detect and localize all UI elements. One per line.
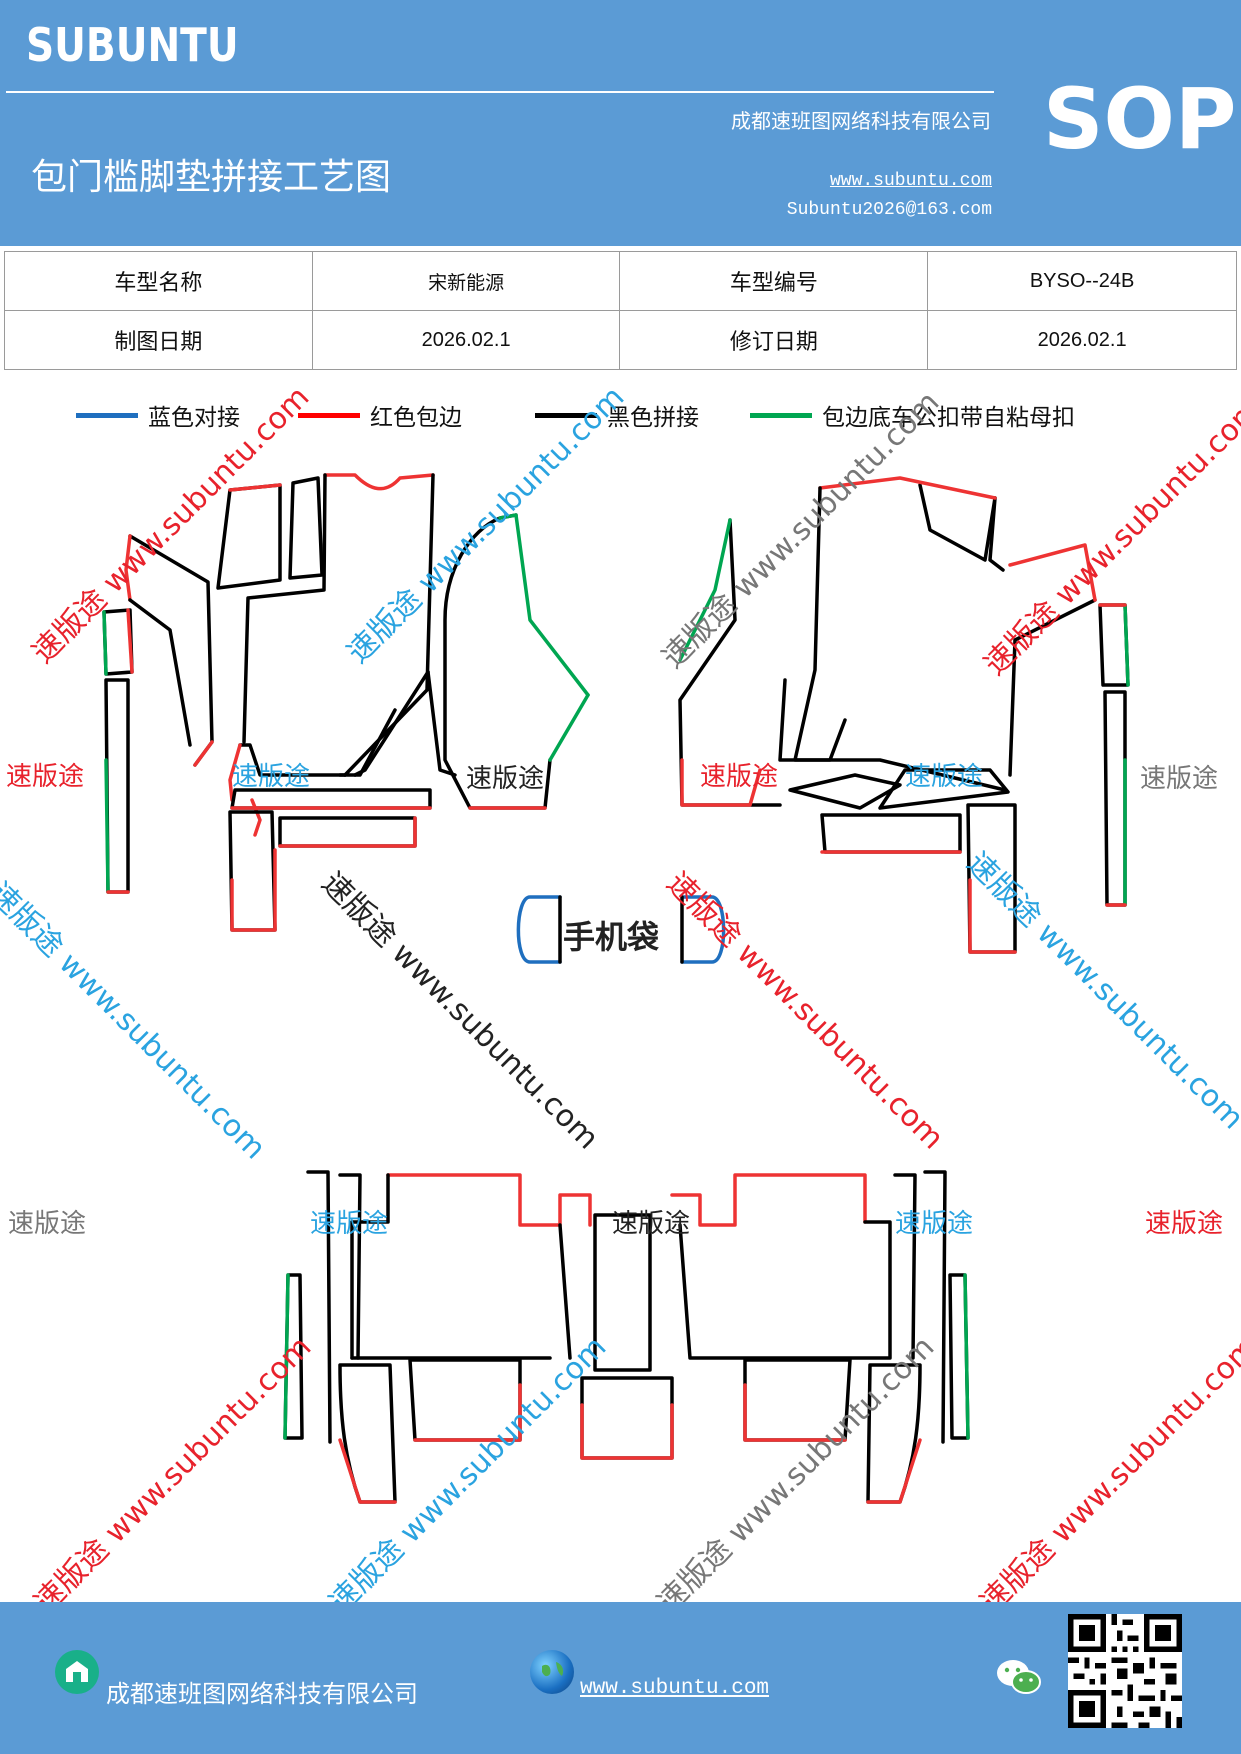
document-title: 包门槛脚垫拼接工艺图	[31, 157, 392, 198]
phone-bag-label: 手机袋	[563, 918, 660, 956]
watermark: 速版途	[6, 762, 85, 792]
header-email: Subuntu2026@163.com	[786, 200, 992, 220]
qr-code	[1068, 1614, 1182, 1728]
model-name-label: 车型名称	[4, 251, 313, 311]
watermark: 速版途	[8, 1209, 87, 1239]
legend-item-black: 黑色拼接	[535, 398, 699, 432]
watermark: 速版途	[895, 1209, 974, 1239]
model-code-label: 车型编号	[619, 251, 929, 311]
legend-label: 蓝色对接	[148, 405, 240, 431]
watermark: 速版途	[1145, 1209, 1224, 1239]
watermark: 速版途	[1140, 764, 1219, 794]
legend-swatch	[298, 412, 360, 418]
footer-company: 成都速班图网络科技有限公司	[106, 1680, 418, 1708]
watermark: 速版途	[310, 1209, 389, 1239]
legend: 蓝色对接 红色包边 黑色拼接 包边底车公扣带自粘母扣	[0, 398, 1241, 438]
phone-bag-pieces	[516, 895, 726, 964]
legend-swatch	[76, 412, 138, 418]
legend-swatch	[750, 412, 812, 418]
revise-date-value: 2026.02.1	[927, 310, 1237, 370]
rear-mat	[283, 1170, 970, 1504]
footer-website-link[interactable]: www.subuntu.com	[580, 1677, 770, 1700]
legend-swatch	[535, 412, 597, 418]
wechat-icon[interactable]	[995, 1657, 1043, 1697]
header-company: 成都速班图网络科技有限公司	[731, 109, 991, 133]
draw-date-label: 制图日期	[4, 310, 313, 370]
watermark: 速版途	[905, 762, 984, 792]
header: SUBUNTU 成都速班图网络科技有限公司 包门槛脚垫拼接工艺图 www.sub…	[0, 0, 1241, 246]
legend-item-red: 红色包边	[298, 398, 462, 432]
sop-badge: SOP	[1043, 70, 1237, 168]
legend-item-green: 包边底车公扣带自粘母扣	[750, 398, 1075, 432]
model-code-value: BYSO--24B	[927, 251, 1237, 311]
watermark: 速版途	[466, 764, 545, 794]
footer: 成都速班图网络科技有限公司 www.subuntu.com	[0, 1602, 1241, 1754]
legend-item-blue: 蓝色对接	[76, 398, 240, 432]
brand-logo: SUBUNTU	[26, 18, 239, 72]
draw-date-value: 2026.02.1	[311, 310, 621, 370]
table-row: 车型名称 宋新能源 车型编号 BYSO--24B	[4, 251, 1237, 311]
watermark: 速版途	[232, 762, 311, 792]
home-icon	[55, 1650, 99, 1694]
right-front-mat	[678, 476, 1130, 954]
header-website-link[interactable]: www.subuntu.com	[829, 171, 992, 191]
info-table: 车型名称 宋新能源 车型编号 BYSO--24B 制图日期 2026.02.1 …	[4, 251, 1237, 370]
model-name-value: 宋新能源	[311, 251, 621, 311]
legend-label: 包边底车公扣带自粘母扣	[822, 405, 1075, 431]
table-row: 制图日期 2026.02.1 修订日期 2026.02.1	[4, 310, 1237, 370]
legend-label: 红色包边	[370, 405, 462, 431]
header-divider	[6, 91, 994, 93]
watermark: 速版途	[612, 1209, 691, 1239]
globe-icon	[530, 1650, 574, 1694]
revise-date-label: 修订日期	[619, 310, 929, 370]
legend-label: 黑色拼接	[607, 405, 699, 431]
left-front-mat	[102, 473, 590, 932]
watermark: 速版途	[700, 762, 779, 792]
